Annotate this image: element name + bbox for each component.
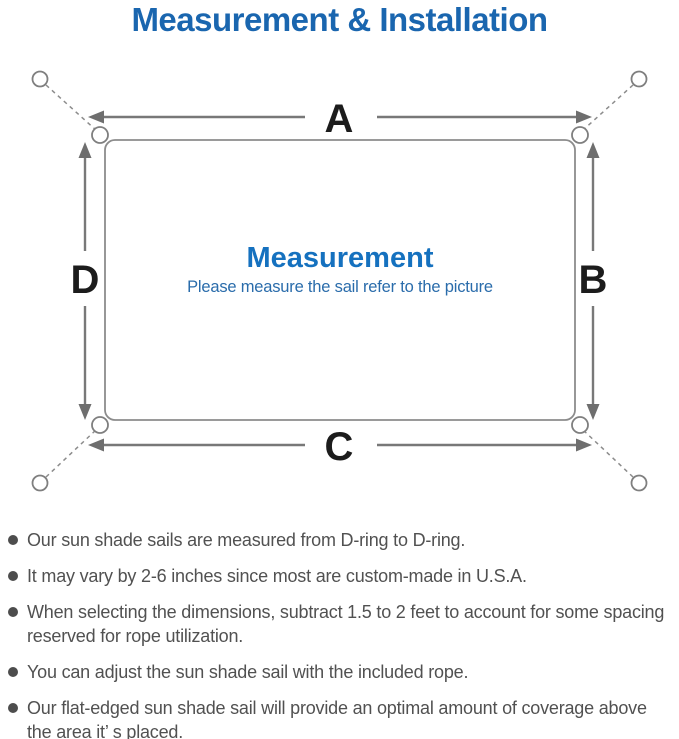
anchor-ring-bottom-right-icon <box>630 474 648 492</box>
arrow-down-icon <box>78 404 92 420</box>
bullet-icon <box>8 571 18 581</box>
arrow-up-icon <box>586 142 600 158</box>
notes-list: Our sun shade sails are measured from D-… <box>8 528 672 739</box>
diagram-heading: Measurement <box>246 242 434 274</box>
rope-dashed-line-bottom-right <box>581 428 634 478</box>
list-item: Our flat-edged sun shade sail will provi… <box>8 696 672 739</box>
arrow-right-icon <box>576 438 592 452</box>
bullet-icon <box>8 703 18 713</box>
anchor-ring-top-left-icon <box>31 70 49 88</box>
note-text: Our sun shade sails are measured from D-… <box>27 530 466 550</box>
sail-outline <box>104 139 576 421</box>
arrow-down-icon <box>586 404 600 420</box>
rope-dashed-line-top-right <box>581 84 634 132</box>
bullet-icon <box>8 535 18 545</box>
dimension-label-b: B <box>579 258 608 302</box>
arrow-left-icon <box>88 438 104 452</box>
d-ring-bottom-left-icon <box>91 416 109 434</box>
diagram-subheading: Please measure the sail refer to the pic… <box>187 278 493 296</box>
arrow-left-icon <box>88 110 104 124</box>
d-ring-top-left-icon <box>91 126 109 144</box>
d-ring-top-right-icon <box>571 126 589 144</box>
diagram-center-label: Measurement Please measure the sail refe… <box>105 243 575 296</box>
dimension-arrow-d: D <box>71 142 100 420</box>
dimension-arrow-c: C <box>88 425 592 469</box>
dimension-label-a: A <box>325 97 354 141</box>
anchor-ring-bottom-left-icon <box>31 474 49 492</box>
note-text: Our flat-edged sun shade sail will provi… <box>27 698 647 739</box>
list-item: It may vary by 2-6 inches since most are… <box>8 564 672 588</box>
sail-measurement-diagram: A C D B <box>31 70 648 492</box>
bullet-icon <box>8 667 18 677</box>
list-item: You can adjust the sun shade sail with t… <box>8 660 672 684</box>
list-item: When selecting the dimensions, subtract … <box>8 600 672 648</box>
note-text: You can adjust the sun shade sail with t… <box>27 662 469 682</box>
d-ring-bottom-right-icon <box>571 416 589 434</box>
dimension-arrow-a: A <box>88 97 592 141</box>
note-text: When selecting the dimensions, subtract … <box>27 602 665 646</box>
dimension-arrow-b: B <box>579 142 608 420</box>
rope-dashed-line-top-left <box>45 84 98 132</box>
list-item: Our sun shade sails are measured from D-… <box>8 528 672 552</box>
bullet-icon <box>8 607 18 617</box>
arrow-right-icon <box>576 110 592 124</box>
anchor-ring-top-right-icon <box>630 70 648 88</box>
rope-dashed-line-bottom-left <box>45 428 98 478</box>
page-title: Measurement & Installation <box>131 1 548 38</box>
dimension-label-c: C <box>325 425 354 469</box>
arrow-up-icon <box>78 142 92 158</box>
note-text: It may vary by 2-6 inches since most are… <box>27 566 527 586</box>
dimension-label-d: D <box>71 258 100 302</box>
